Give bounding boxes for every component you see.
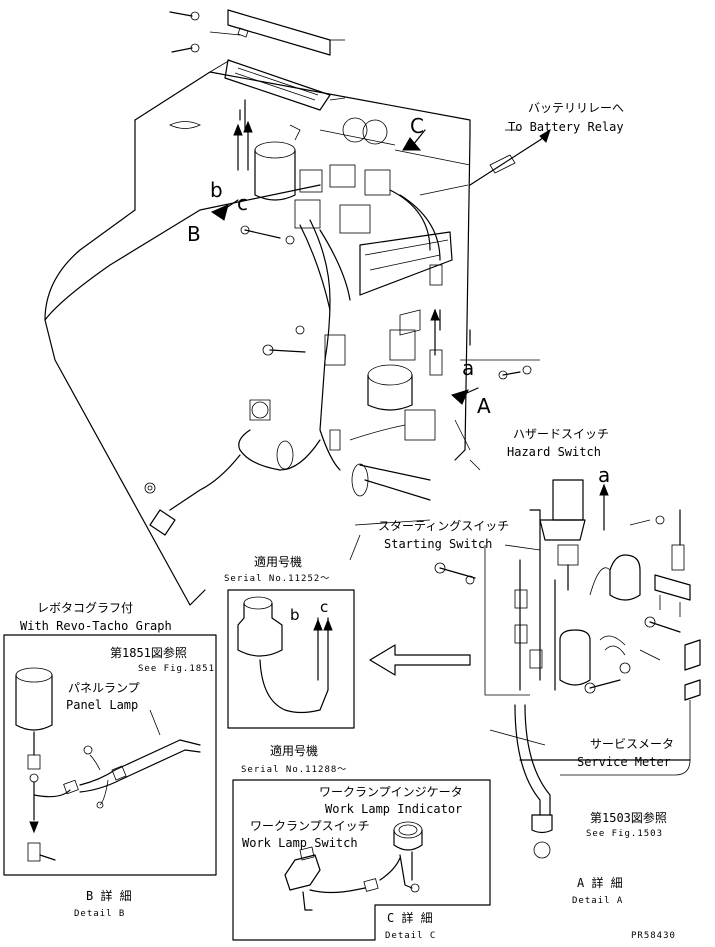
serial-box-1-title-jp: 適用号機 [254,555,303,569]
fig-1851-ref-en: See Fig.1851 [138,664,216,674]
view-C-callout: C [410,114,424,138]
work-lamp-switch-label-jp: ワークランプスイッチ [250,819,370,833]
service-meter-label-jp: サービスメータ [590,737,675,751]
top-bracket [169,9,346,111]
serial-11252-box [227,589,355,729]
work-lamp-indicator-label-en: Work Lamp Indicator [325,802,463,816]
fig-1503-ref-en: See Fig.1503 [586,829,664,839]
panel-lamp-label-jp: パネルランプ [68,681,140,695]
hazard-switch-label-en: Hazard Switch [507,445,601,459]
serial-wire-b-callout: b [290,606,300,624]
serial-11252-drawing [237,596,333,714]
battery-relay-label-jp: バッテリリレーへ [528,101,625,115]
wire-a-callout: a [462,356,475,380]
detail-B-drawing [15,667,201,862]
battery-relay-label-en: To Battery Relay [508,120,624,134]
fig-1503-ref-jp: 第1503図参照 [590,811,667,825]
view-arrows [210,120,609,531]
detail-arrow [369,644,471,676]
fig-1851-ref-jp: 第1851図参照 [110,646,187,660]
screws [240,225,681,694]
detail-C-drawing [284,821,423,911]
detail-A-title-jp: A 詳 細 [577,876,623,890]
serial-box-1-number: Serial No.11252～ [224,574,331,584]
main-harness [144,99,541,536]
service-meter-label-en: Service Meter [577,755,671,769]
detail-B-title-en: Detail B [74,909,126,919]
revo-tacho-label-en: With Revo-Tacho Graph [20,619,172,633]
detail-C-title-jp: C 詳 細 [387,911,433,925]
revo-tacho-label-jp: レボタコグラフ付 [37,601,134,615]
drawing-number: PR58430 [631,931,676,941]
detail-A-title-en: Detail A [572,896,624,906]
serial-box-2-title-jp: 適用号機 [270,744,319,758]
view-B-callout: B [187,222,201,246]
leader-lines [349,129,546,746]
detail-B-title-jp: B 詳 細 [86,889,132,903]
panel-housing [44,59,471,606]
detail-A-wire-a-callout: a [598,463,611,487]
hazard-switch-label-jp: ハザードスイッチ [513,427,610,441]
work-lamp-indicator-label-jp: ワークランプインジケータ [319,785,463,799]
wire-b-callout: b [210,178,223,202]
wire-c-callout: c [237,191,248,215]
view-A-callout: A [477,394,491,418]
serial-box-2-number: Serial No.11288～ [241,765,348,775]
detail-B-box [3,634,217,876]
starting-switch-label-jp: スターティングスイッチ [378,519,510,533]
serial-wire-c-callout: c [320,598,329,616]
detail-C-box [232,779,491,941]
detail-C-title-en: Detail C [385,931,437,941]
work-lamp-switch-label-en: Work Lamp Switch [242,836,358,850]
detail-A-drawing [484,479,701,859]
starting-switch-label-en: Starting Switch [384,537,493,551]
panel-lamp-label-en: Panel Lamp [66,698,139,712]
